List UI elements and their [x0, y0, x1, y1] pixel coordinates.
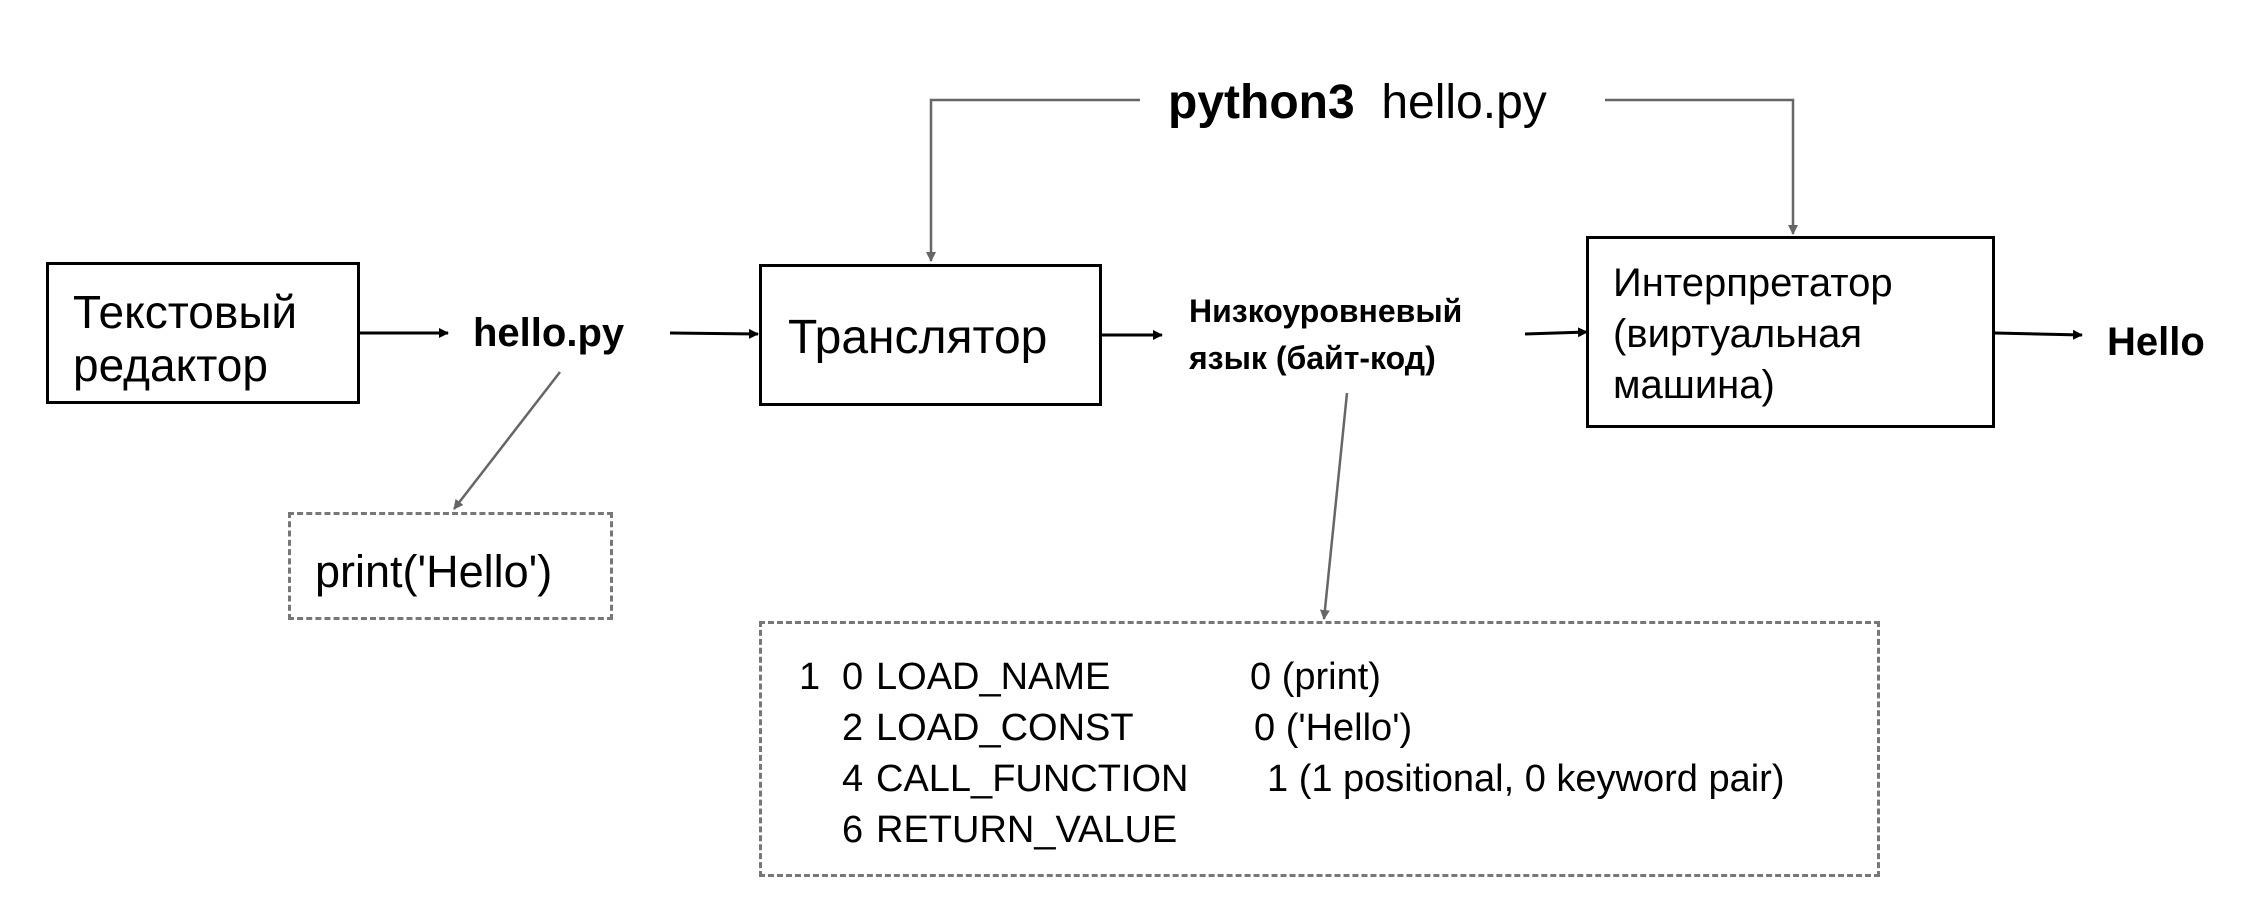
bytecode-row-1-arg: 0 ('Hello'): [1254, 707, 1413, 749]
bytecode-row-0-offset: 0: [842, 656, 864, 698]
command-text: python3 hello.py: [1168, 74, 1547, 132]
bytecode-row-2-opname: CALL_FUNCTION: [876, 758, 1189, 800]
bytecode-row-0-line: 1: [799, 656, 821, 698]
bytecode-row-2-arg: 1 (1 positional, 0 keyword pair): [1267, 758, 1785, 800]
bytecode-row-2-offset: 4: [842, 758, 864, 800]
bytecode-row-3-offset: 6: [842, 809, 864, 851]
text-editor-box: Текстовый редактор: [46, 262, 360, 404]
bytecode-label-line2: язык (байт-код): [1189, 340, 1436, 376]
text-editor-line2: редактор: [73, 339, 268, 391]
bytecode-label-line1: Низкоуровневый: [1189, 293, 1463, 329]
arrow-file-to-translator: [669, 328, 759, 339]
arrow-command-to-interpreter: [1605, 98, 1798, 235]
arrow-command-to-translator: [926, 98, 1140, 262]
bytecode-row-3-opname: RETURN_VALUE: [876, 809, 1178, 851]
output-label: Hello: [2107, 320, 2205, 364]
arrow-interpreter-to-output: [1994, 329, 2083, 340]
bytecode-row-0-opname: LOAD_NAME: [876, 656, 1111, 698]
arrow-bytecode-to-listing: [1319, 392, 1349, 620]
translator-box: Транслятор: [759, 264, 1102, 406]
arrow-bytecode-to-interpreter: [1524, 327, 1588, 338]
source-file-label: hello.py: [473, 311, 625, 355]
bytecode-listing-box: 1 0 LOAD_NAME 0 (print) 2 LOAD_CONST 0 (…: [759, 621, 1880, 877]
bytecode-row-1-offset: 2: [842, 707, 864, 749]
interpreter-line3: машина): [1613, 363, 1775, 407]
command-script: hello.py: [1381, 76, 1547, 129]
bytecode-row-1-opname: LOAD_CONST: [876, 707, 1134, 749]
arrow-file-to-source: [453, 371, 561, 510]
interpreter-box: Интерпретатор (виртуальная машина): [1586, 236, 1995, 428]
bytecode-row-0-arg: 0 (print): [1250, 656, 1381, 698]
source-code-box: print('Hello'): [288, 512, 613, 620]
interpreter-line2: (виртуальная: [1613, 312, 1863, 356]
interpreter-line1: Интерпретатор: [1613, 261, 1893, 305]
source-code-text: print('Hello'): [315, 546, 553, 597]
translator-label: Транслятор: [788, 311, 1048, 364]
text-editor-line1: Текстовый: [73, 286, 298, 338]
command-interpreter: python3: [1168, 76, 1355, 129]
